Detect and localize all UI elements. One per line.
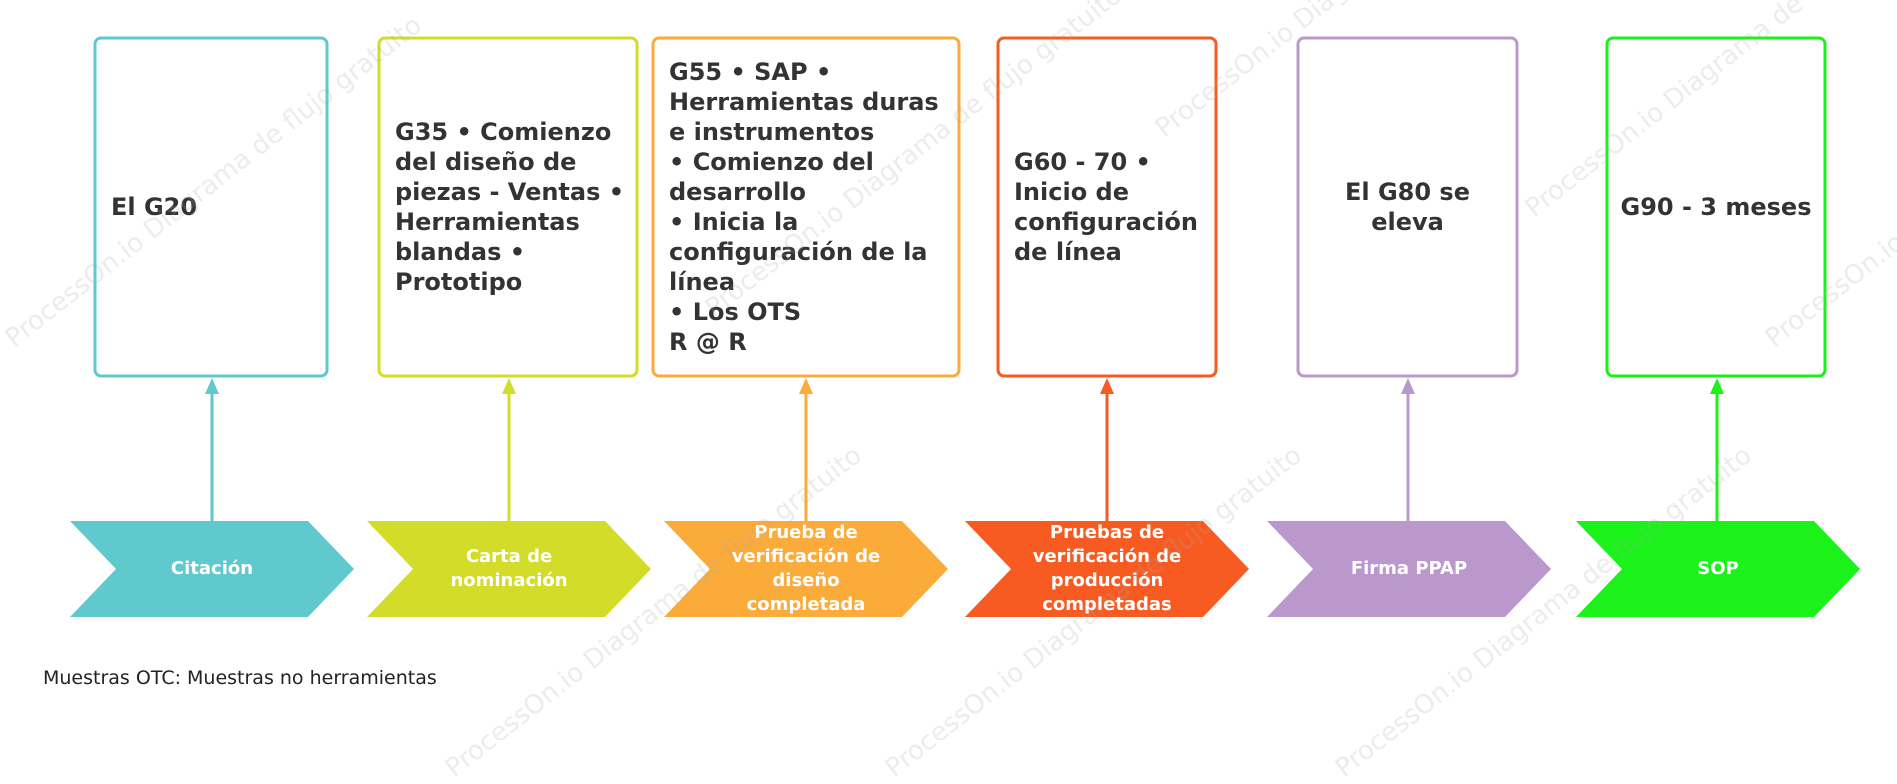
chevron-citacion [70, 521, 354, 617]
process-diagram [70, 36, 1860, 617]
chevron-sop [1576, 521, 1860, 617]
stage-box-text-ppap: El G80 se eleva [1345, 178, 1470, 236]
chevron-label-verificacion-produccion: Pruebas de verificación de producción co… [1032, 522, 1182, 615]
stage-box-text-verificacion-diseno: G55 • SAP • Herramientas duras e instrum… [669, 58, 939, 356]
stage-box-verificacion-produccion [996, 36, 1218, 378]
stage-box-text-citacion: El G20 [111, 193, 198, 221]
chevron-verificacion-produccion [965, 521, 1249, 617]
stage-box-verificacion-diseno [651, 36, 961, 378]
stage-box-text-sop: G90 - 3 meses [1620, 193, 1812, 221]
chevron-label-verificacion-diseno: Prueba de verificación de diseño complet… [731, 522, 881, 615]
chevron-label-citacion: Citación [170, 558, 254, 579]
chevron-verificacion-diseno [664, 521, 948, 617]
arrow-up-icon [502, 378, 516, 394]
arrow-up-icon [205, 378, 219, 394]
chevron-label-nominacion: Carta de nominación [450, 546, 568, 591]
stage-box-text-nominacion: G35 • Comienzo del diseño de piezas - Ve… [395, 118, 625, 296]
chevron-nominacion [367, 521, 651, 617]
chevron-label-ppap: Firma PPAP [1350, 558, 1468, 579]
arrow-up-icon [1100, 378, 1114, 394]
footnote: Muestras OTC: Muestras no herramientas [43, 667, 437, 689]
chevron-label-sop: SOP [1697, 558, 1739, 579]
stage-box-ppap [1296, 36, 1519, 378]
arrow-up-icon [799, 378, 813, 394]
stage-box-sop [1605, 36, 1827, 378]
stage-box-citacion [93, 36, 329, 378]
stage-box-text-verificacion-produccion: G60 - 70 • Inicio de configuración de lí… [1014, 148, 1198, 266]
arrow-up-icon [1401, 378, 1415, 394]
arrow-up-icon [1710, 378, 1724, 394]
chevron-ppap [1267, 521, 1551, 617]
stage-box-nominacion [377, 36, 639, 378]
